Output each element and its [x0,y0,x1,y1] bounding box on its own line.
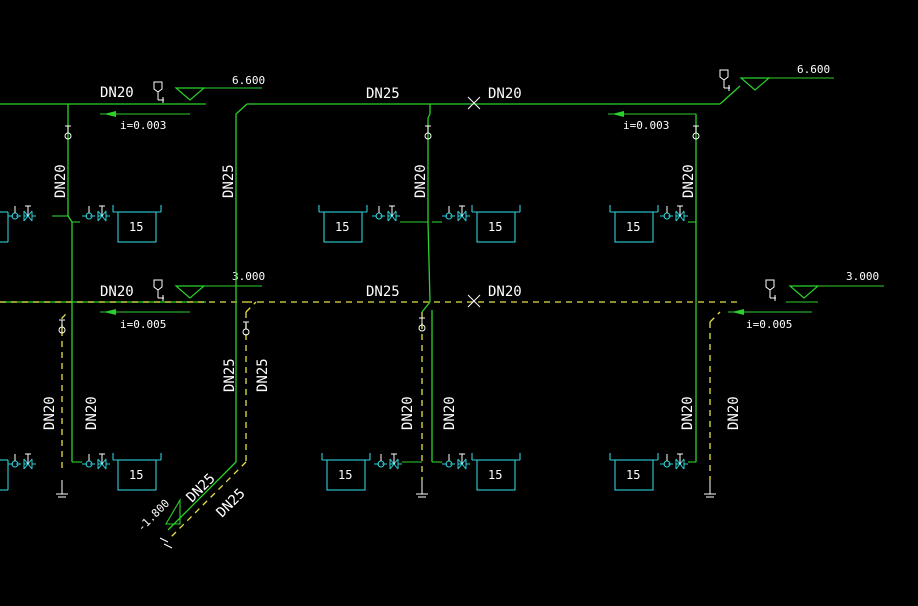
riser-label: DN20 [413,164,429,198]
riser-label: DN20 [42,396,58,430]
lower-slope-left: i=0.005 [120,318,166,331]
elevation-marker-upper-right: 6.600 [740,63,834,91]
drain-icon [415,479,429,498]
riser-4 [695,222,711,480]
riser-label: DN20 [53,164,69,198]
riser-label: DN25 [221,164,237,198]
radiator-group-upper-3: 15 [432,204,521,243]
air-vent-icon [719,69,731,92]
elevation-lower-right: 3.000 [846,270,879,283]
lower-main-size-mid: DN25 [366,284,400,300]
elevation-marker-upper-left: 6.600 [175,74,265,105]
air-vent-icon [153,81,165,104]
upper-main-size-right: DN20 [488,86,522,102]
drain-icon [55,479,69,498]
riser-3 [421,118,433,480]
entry-elevation-marker [159,497,181,549]
radiator-label: 15 [626,220,640,234]
slope-arrow-icon [104,111,624,117]
drain-icon [703,479,717,498]
radiator-label: 15 [338,468,352,482]
riser-label: DN20 [726,396,742,430]
radiator-group-upper-4: 15 [609,204,696,243]
radiator-label: 15 [129,220,143,234]
radiator-label: 15 [488,220,502,234]
riser-label: DN20 [84,396,100,430]
upper-supply-main [0,85,741,222]
radiator-label: 15 [129,468,143,482]
elevation-marker-lower-right: 3.000 [789,270,884,299]
radiator-group-lower-1 [0,453,82,491]
radiator-group-lower-4: 15 [609,452,696,491]
elevation-lower-left: 3.000 [232,270,265,283]
upper-slope-right: i=0.003 [623,119,669,132]
lower-main-size-left: DN20 [100,284,134,300]
air-vent-icon [153,279,165,302]
riser-label: DN20 [442,396,458,430]
air-vent-icon [765,279,777,302]
upper-main-size-mid: DN25 [366,86,400,102]
radiator-group-upper-1 [0,205,80,243]
radiator-group-lower-2: 15 [321,452,422,491]
riser-label: DN25 [222,358,238,392]
radiator-label: 15 [626,468,640,482]
valve-icon [418,317,426,332]
elevation-marker-lower-left: 3.000 [175,270,265,299]
riser-label: DN25 [255,358,271,392]
riser-1 [61,104,73,472]
elevation-upper-right: 6.600 [797,63,830,76]
radiator-group-lower-3: 15 [432,452,521,491]
entry-size-b: DN25 [214,486,249,521]
radiator-group-lower-1b: 15 [81,452,162,491]
upper-main-size-left: DN20 [100,85,134,101]
riser-label: DN20 [681,164,697,198]
entry-size-a: DN25 [184,471,219,506]
radiator-group-upper-2: 15 [318,204,428,243]
radiator-group-upper-1b: 15 [81,204,162,243]
upper-slope-left: i=0.003 [120,119,166,132]
valve-icon [242,321,250,336]
elevation-upper-left: 6.600 [232,74,265,87]
slope-arrow-icon [104,309,744,315]
riser-label: DN20 [400,396,416,430]
riser-label: DN20 [680,396,696,430]
radiator-label: 15 [335,220,349,234]
lower-main-size-right: DN20 [488,284,522,300]
radiator-label: 15 [488,468,502,482]
lower-slope-right: i=0.005 [746,318,792,331]
riser-2 [167,128,247,539]
entry-elevation: -1.800 [135,497,172,534]
